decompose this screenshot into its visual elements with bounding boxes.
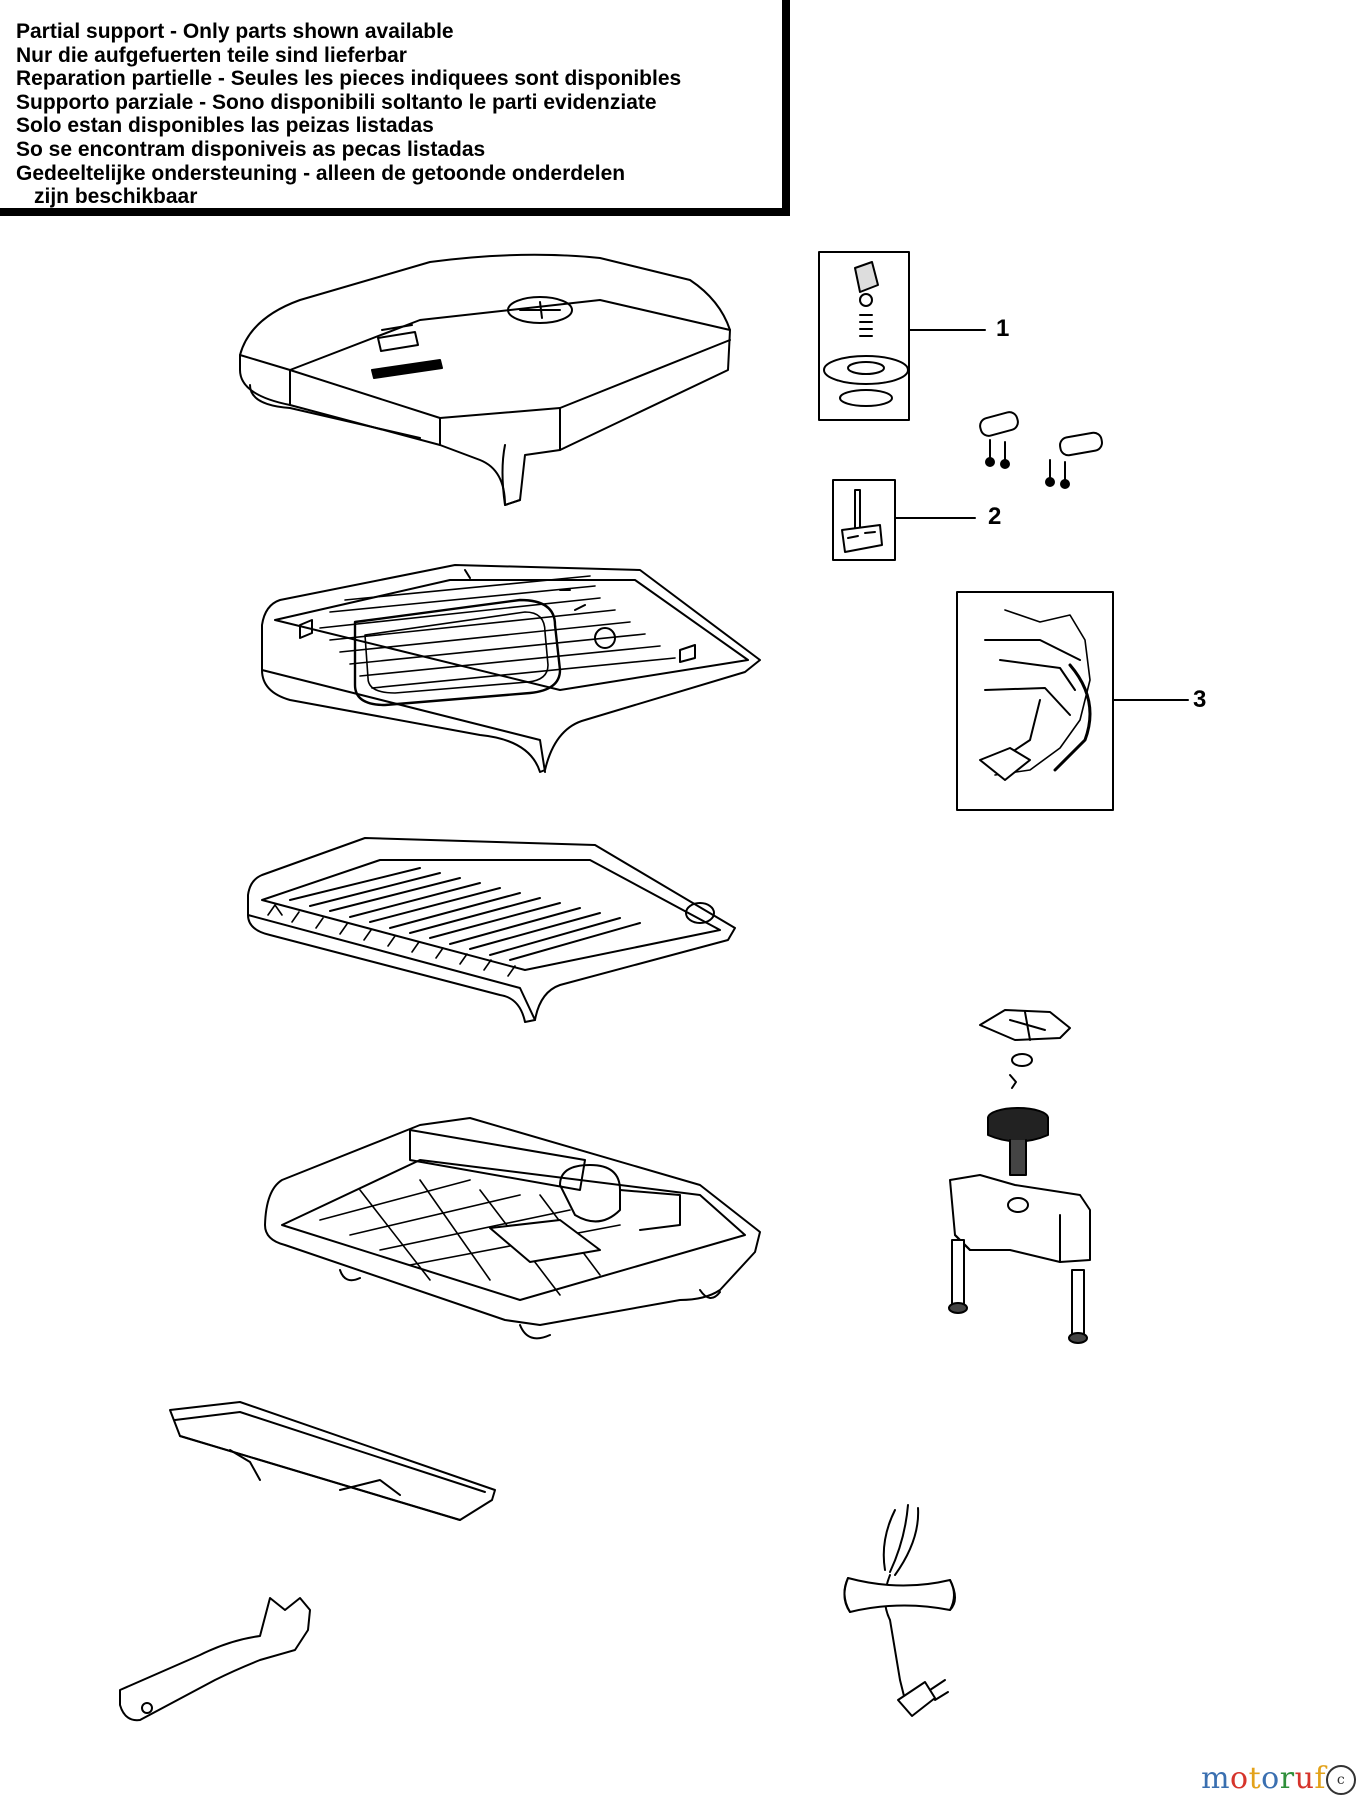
notice-line: Partial support - Only parts shown avail… bbox=[16, 20, 454, 43]
watermark-badge: c bbox=[1326, 1765, 1356, 1795]
hinge-pins bbox=[979, 411, 1103, 489]
scraper-tool bbox=[119, 1597, 311, 1722]
cooking-plate bbox=[247, 837, 736, 1023]
callout-3: 3 bbox=[1193, 686, 1207, 713]
notice-line: Supporto parziale - Sono disponibili sol… bbox=[16, 90, 657, 114]
notice-line: Reparation partielle - Seules les pieces… bbox=[16, 67, 682, 91]
upper-heating-plate bbox=[261, 564, 761, 773]
callout-2: 2 bbox=[988, 503, 1002, 530]
grill-base bbox=[264, 1117, 761, 1340]
wiring-harness-box bbox=[956, 591, 1114, 811]
callout-1: 1 bbox=[996, 315, 1010, 342]
watermark-letter: m bbox=[1201, 1761, 1231, 1796]
watermark-letter: u bbox=[1294, 1761, 1315, 1796]
hinge-assembly-box bbox=[818, 251, 910, 421]
watermark-letter: o bbox=[1230, 1761, 1249, 1796]
notice-line: zijn beschikbaar bbox=[34, 185, 198, 209]
watermark-letter: t bbox=[1248, 1761, 1262, 1796]
watermark-letter: o bbox=[1261, 1761, 1280, 1796]
notice-line: Gedeeltelijke ondersteuning - alleen de … bbox=[16, 161, 626, 185]
watermark-letter: r bbox=[1279, 1761, 1295, 1796]
grill-lid bbox=[239, 253, 731, 506]
notice-box: Partial support - Only parts shown avail… bbox=[0, 0, 790, 216]
thermostat-box bbox=[832, 479, 896, 561]
drip-tray bbox=[169, 1401, 496, 1521]
notice-line: Solo estan disponibles las peizas listad… bbox=[16, 114, 434, 138]
height-adjust-assembly bbox=[948, 1009, 1091, 1344]
notice-line: Nur die aufgefuerten teile sind lieferba… bbox=[16, 43, 407, 67]
watermark-letter: f bbox=[1314, 1761, 1326, 1796]
power-cord bbox=[843, 1504, 956, 1717]
notice-line: So se encontram disponiveis as pecas lis… bbox=[16, 137, 486, 161]
